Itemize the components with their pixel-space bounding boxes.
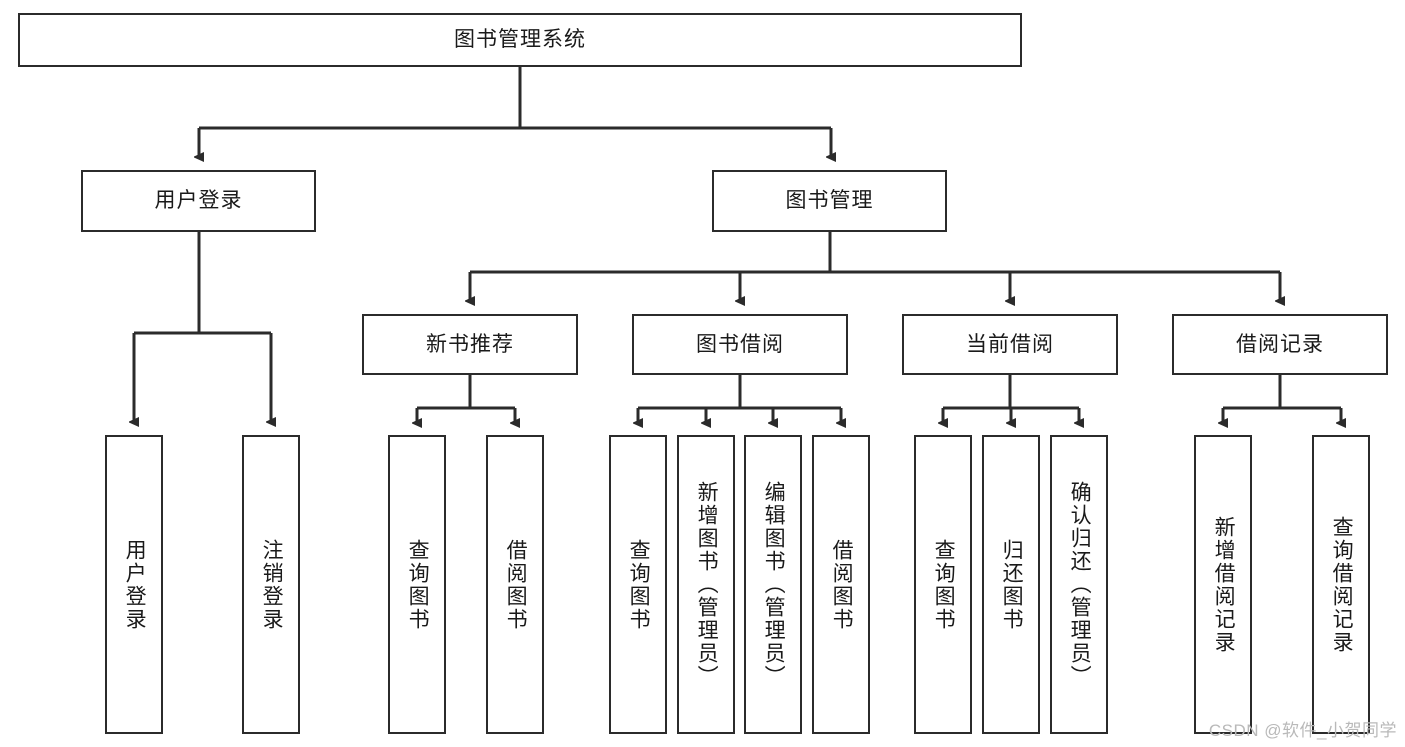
- node-user-login[interactable]: 用户登录: [81, 170, 316, 232]
- node-leaf-add-record[interactable]: 新增借阅记录: [1194, 435, 1252, 734]
- node-leaf-user-login-label: 用户登录: [123, 538, 147, 631]
- node-leaf-confirm-return[interactable]: 确认归还（管理员）: [1050, 435, 1108, 734]
- node-leaf-query-record[interactable]: 查询借阅记录: [1312, 435, 1370, 734]
- node-leaf-confirm-return-label: 确认归还（管理员）: [1068, 481, 1092, 688]
- node-leaf-query-record-label: 查询借阅记录: [1330, 515, 1354, 654]
- node-current-borrow-label: 当前借阅: [966, 332, 1054, 356]
- node-leaf-borrow-book-1[interactable]: 借阅图书: [486, 435, 544, 734]
- node-leaf-logout-label: 注销登录: [260, 538, 284, 631]
- node-book-borrow-label: 图书借阅: [696, 332, 784, 356]
- node-leaf-logout[interactable]: 注销登录: [242, 435, 300, 734]
- node-leaf-add-book-label: 新增图书（管理员）: [695, 481, 719, 688]
- node-new-book-recommend[interactable]: 新书推荐: [362, 314, 578, 375]
- node-leaf-user-login[interactable]: 用户登录: [105, 435, 163, 734]
- node-leaf-query-book-1-label: 查询图书: [406, 538, 430, 631]
- node-leaf-query-book-2[interactable]: 查询图书: [609, 435, 667, 734]
- node-leaf-edit-book[interactable]: 编辑图书（管理员）: [744, 435, 802, 734]
- node-leaf-borrow-book-2[interactable]: 借阅图书: [812, 435, 870, 734]
- node-leaf-query-book-3-label: 查询图书: [932, 538, 956, 631]
- node-user-login-label: 用户登录: [154, 189, 243, 213]
- node-borrow-record-label: 借阅记录: [1236, 332, 1324, 356]
- node-leaf-query-book-3[interactable]: 查询图书: [914, 435, 972, 734]
- node-leaf-add-record-label: 新增借阅记录: [1212, 515, 1236, 654]
- node-leaf-edit-book-label: 编辑图书（管理员）: [762, 481, 786, 688]
- node-leaf-return-book[interactable]: 归还图书: [982, 435, 1040, 734]
- node-new-book-recommend-label: 新书推荐: [426, 332, 514, 356]
- node-book-manage[interactable]: 图书管理: [712, 170, 947, 232]
- node-root-label: 图书管理系统: [454, 28, 586, 52]
- node-leaf-query-book-2-label: 查询图书: [627, 538, 651, 631]
- node-leaf-add-book[interactable]: 新增图书（管理员）: [677, 435, 735, 734]
- node-leaf-borrow-book-2-label: 借阅图书: [830, 538, 854, 631]
- node-leaf-query-book-1[interactable]: 查询图书: [388, 435, 446, 734]
- node-book-manage-label: 图书管理: [785, 189, 874, 213]
- node-book-borrow[interactable]: 图书借阅: [632, 314, 848, 375]
- node-current-borrow[interactable]: 当前借阅: [902, 314, 1118, 375]
- node-root-system[interactable]: 图书管理系统: [18, 13, 1022, 67]
- node-leaf-borrow-book-1-label: 借阅图书: [504, 538, 528, 631]
- node-borrow-record[interactable]: 借阅记录: [1172, 314, 1388, 375]
- node-leaf-return-book-label: 归还图书: [1000, 538, 1024, 631]
